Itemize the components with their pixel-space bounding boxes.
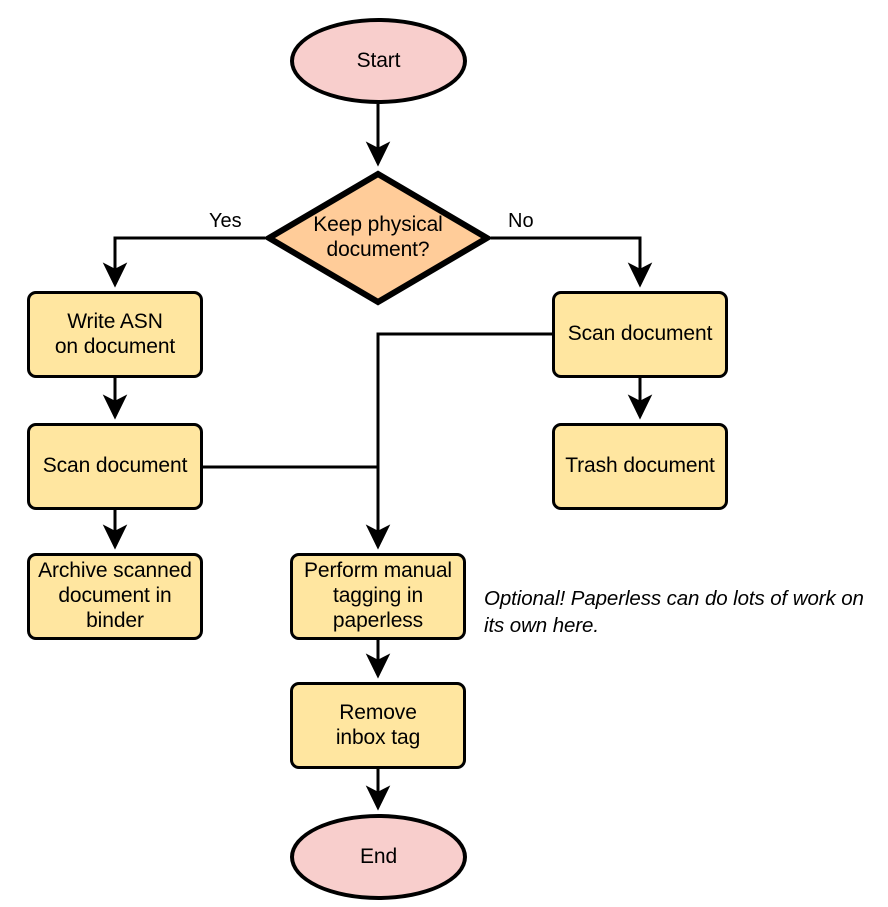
edge-decision-to-scan-right [491,236,653,288]
node-remove-inbox-tag[interactable]: Remove inbox tag [290,682,466,769]
node-decision-label: Keep physical document? [313,213,443,261]
node-scan-document-left-label: Scan document [42,454,188,478]
node-archive-scanned-document-in-binder[interactable]: Archive scanned document in binder [27,553,203,640]
edge-label-yes: Yes [209,210,242,232]
node-tagging-label: Perform manual tagging in paperless [304,559,452,632]
node-end[interactable]: End [290,814,467,900]
node-write-asn-label: Write ASN on document [54,309,176,358]
edge-decision-to-write-asn [102,236,265,288]
diamond-shape [265,170,491,306]
node-trash-document[interactable]: Trash document [552,423,728,510]
node-write-asn-on-document[interactable]: Write ASN on document [27,291,203,378]
edge-scan-right-to-tagging [365,332,552,550]
node-scan-document-left[interactable]: Scan document [27,423,203,510]
node-end-label: End [359,844,398,868]
node-start[interactable]: Start [290,18,467,104]
node-trash-document-label: Trash document [565,454,715,478]
node-scan-document-right[interactable]: Scan document [552,291,728,378]
annotation-optional-paperless: Optional! Paperless can do lots of work … [484,587,864,637]
node-decision-keep-physical-document[interactable]: Keep physical document? [265,170,491,306]
node-archive-label: Archive scanned document in binder [38,559,192,632]
node-start-label: Start [356,48,401,72]
node-scan-document-right-label: Scan document [567,322,713,346]
node-remove-inbox-tag-label: Remove inbox tag [335,700,421,749]
edge-label-no: No [508,210,534,232]
node-perform-manual-tagging-in-paperless[interactable]: Perform manual tagging in paperless [290,553,466,640]
